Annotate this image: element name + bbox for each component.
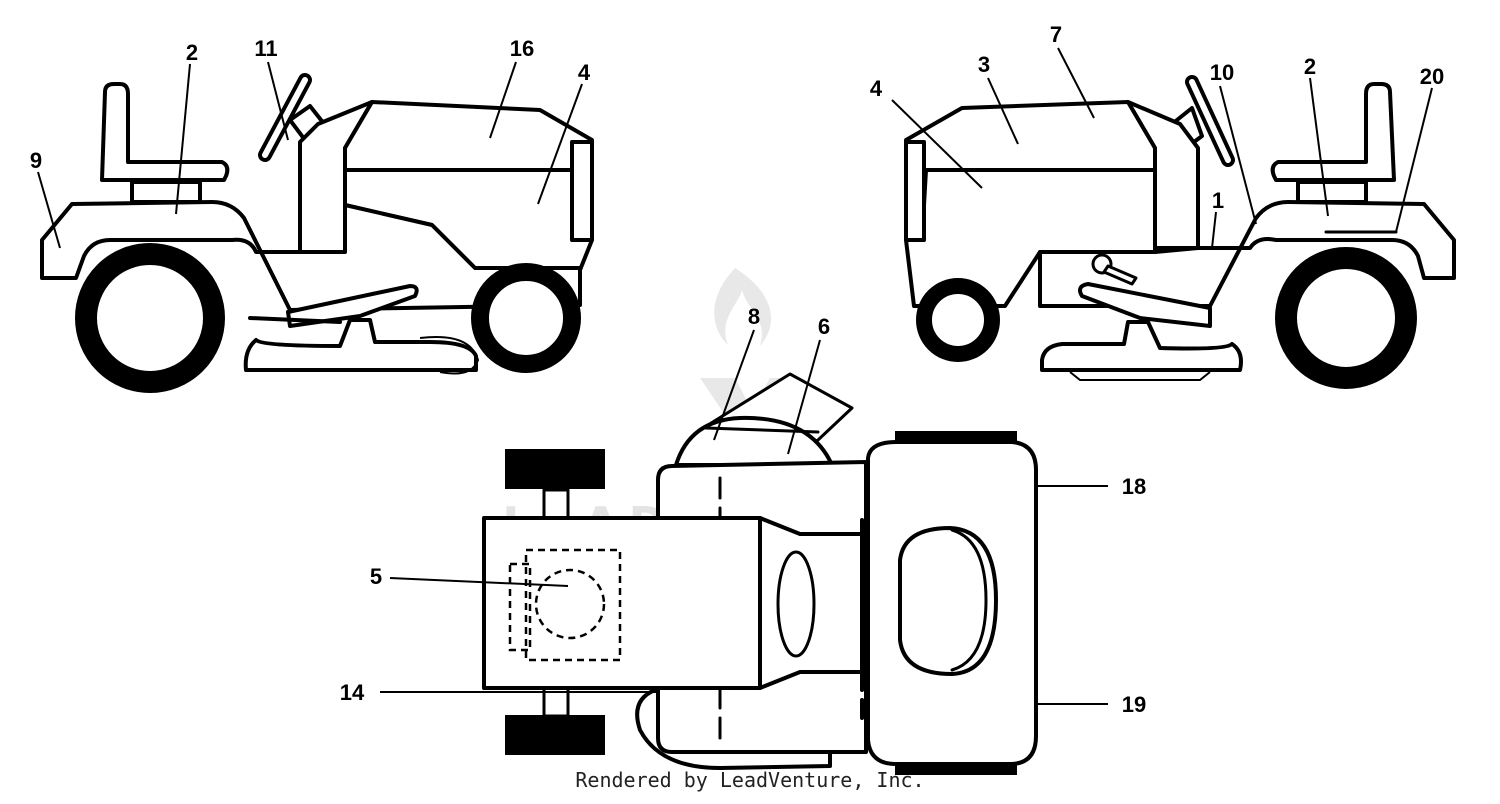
callout-6: 6: [818, 314, 830, 339]
callout-1: 1: [1212, 188, 1224, 213]
callout-7: 7: [1050, 22, 1062, 47]
callout-3: 3: [978, 52, 990, 77]
callout-16: 16: [510, 36, 534, 61]
callout-11: 11: [254, 36, 277, 61]
callout-4-right: 4: [870, 76, 883, 101]
callout-5: 5: [370, 564, 382, 589]
callout-10: 10: [1210, 60, 1234, 85]
callout-20: 20: [1420, 64, 1444, 89]
callout-8: 8: [748, 304, 760, 329]
callout-19: 19: [1122, 692, 1146, 717]
callout-18: 18: [1122, 474, 1146, 499]
leader-lines: [37, 47, 1433, 705]
render-credit: Rendered by LeadVenture, Inc.: [575, 768, 925, 792]
callout-4: 4: [578, 60, 591, 85]
callout-2: 2: [186, 40, 198, 65]
right-side-view: [904, 75, 1456, 389]
callout-2-right: 2: [1304, 54, 1316, 79]
callout-14: 14: [340, 680, 365, 705]
top-view: [482, 372, 1038, 775]
left-side-view: [40, 73, 594, 393]
callout-labels: 2 11 16 4 9 7 3 4 10 2 20 1 8 6 5 14 18 …: [30, 22, 1444, 717]
callout-9: 9: [30, 148, 42, 173]
